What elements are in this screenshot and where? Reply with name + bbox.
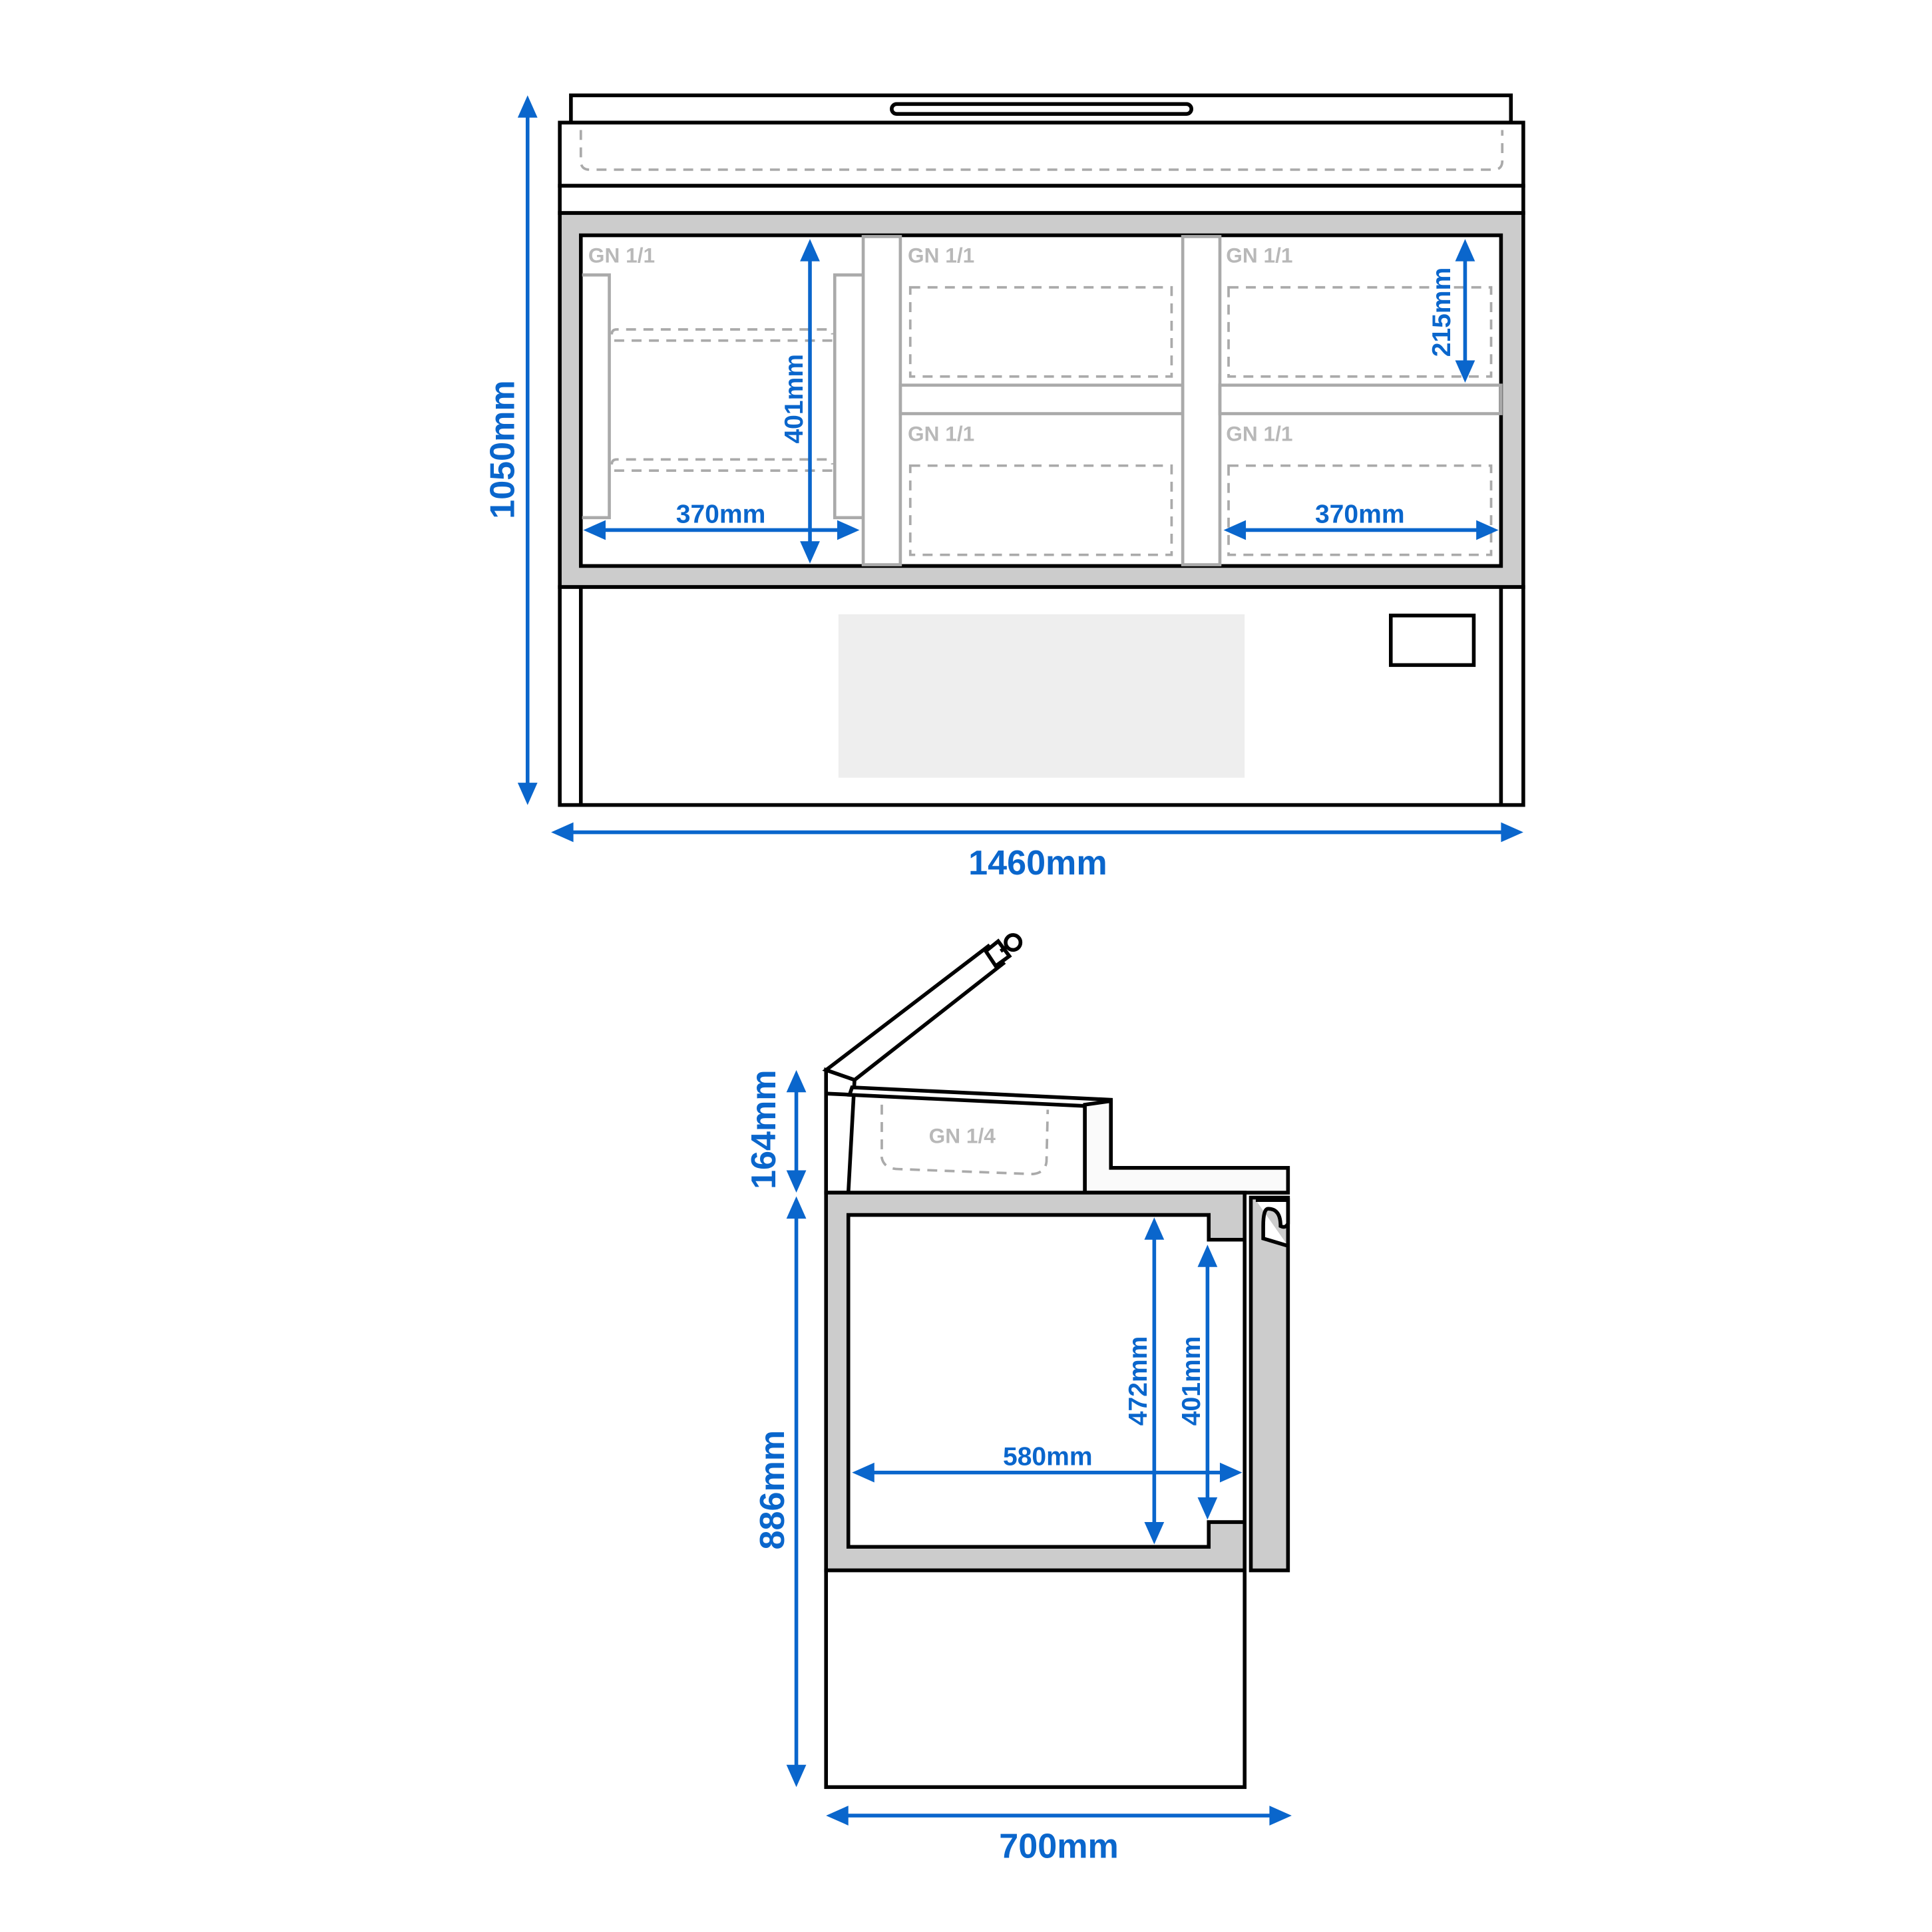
dimension-label: 580mm xyxy=(1003,1442,1093,1471)
vent-panel xyxy=(838,614,1245,778)
dimension-label: 401mm xyxy=(780,354,809,444)
door xyxy=(1249,1195,1290,1573)
arrowhead-icon xyxy=(800,239,820,262)
pan-rail-right xyxy=(833,273,864,520)
top-pan-label: GN 1/4 xyxy=(929,1124,996,1148)
compartment-label: GN 1/1 xyxy=(908,421,974,445)
dimension-label: 370mm xyxy=(676,500,766,528)
pan-rim xyxy=(610,328,834,335)
pan-rail-left xyxy=(582,273,611,520)
door-handle xyxy=(1255,1198,1290,1248)
arrowhead-icon xyxy=(786,1764,807,1788)
lid-handle xyxy=(890,102,1193,116)
arrowhead-icon xyxy=(852,1462,874,1483)
dim-body-height: 886mm xyxy=(753,1196,807,1788)
top-pan-outline xyxy=(880,1104,1050,1175)
arrowhead-icon xyxy=(1197,1497,1218,1520)
arrowhead-icon xyxy=(1269,1806,1292,1826)
arrowhead-icon xyxy=(517,95,538,118)
arrowhead-icon xyxy=(786,1196,807,1219)
band xyxy=(558,184,1525,215)
arrowhead-icon xyxy=(837,520,860,540)
top-counter xyxy=(1083,1099,1290,1195)
dimension-label: 401mm xyxy=(1177,1336,1206,1426)
compartment-label: GN 1/1 xyxy=(588,244,655,268)
side-view: GN 1/4 xyxy=(822,933,1290,1790)
dimension-label: 1050mm xyxy=(483,380,522,519)
top-pan-outline xyxy=(579,130,1504,171)
dim-height: 1050mm xyxy=(483,95,538,805)
dimension-label: 1460mm xyxy=(968,844,1107,882)
dimension-label: 700mm xyxy=(999,1827,1119,1865)
pan-outline xyxy=(1227,464,1493,556)
pan-outline xyxy=(908,464,1173,556)
dim-top-height: 164mm xyxy=(745,1069,807,1193)
control-panel xyxy=(1388,614,1476,668)
upper-body xyxy=(558,120,1525,188)
compartment-label: GN 1/1 xyxy=(1226,421,1292,445)
dimension-label: 164mm xyxy=(745,1069,783,1189)
arrowhead-icon xyxy=(1455,239,1475,262)
arrowhead-icon xyxy=(1455,360,1475,383)
arrowhead-icon xyxy=(1501,822,1523,843)
dim-pan-depth: 401mm xyxy=(780,239,820,564)
dimension-label: 886mm xyxy=(753,1430,792,1550)
front-view: GN 1/1 GN 1/1 GN 1/1 GN 1/1 GN 1/1 xyxy=(558,93,1525,807)
arrowhead-icon xyxy=(1476,520,1499,540)
dimensions: 1050mm 1460mm 401mm 370mm 370mm 215mm 164mm 886… xyxy=(483,95,1523,1865)
arrowhead-icon xyxy=(1144,1217,1165,1240)
compartment-label: GN 1/1 xyxy=(1226,244,1292,268)
lid-line xyxy=(826,1091,853,1097)
pan-outline xyxy=(908,286,1173,378)
arrowhead-icon xyxy=(800,541,820,564)
dim-door-opening: 401mm xyxy=(1177,1245,1218,1520)
pan-rim xyxy=(610,458,834,465)
arrowhead-icon xyxy=(826,1806,849,1826)
arrowhead-icon xyxy=(551,822,574,843)
dim-inner-height: 472mm xyxy=(1124,1217,1165,1545)
arrowhead-icon xyxy=(1144,1522,1165,1545)
arrowhead-icon xyxy=(786,1069,807,1093)
arrowhead-icon xyxy=(583,520,606,540)
dim-left-pan-width: 370mm xyxy=(583,500,860,540)
arrowhead-icon xyxy=(517,783,538,805)
separator-horizontal xyxy=(1218,383,1503,415)
arrowhead-icon xyxy=(1223,520,1247,540)
dim-inner-depth: 580mm xyxy=(852,1442,1243,1483)
open-lid xyxy=(822,943,1006,1082)
dim-right-pan-width: 370mm xyxy=(1223,500,1499,540)
dimension-label: 472mm xyxy=(1124,1336,1153,1426)
dim-width: 1460mm xyxy=(551,822,1523,882)
arrowhead-icon xyxy=(786,1170,807,1193)
compartment-label: GN 1/1 xyxy=(908,244,974,268)
dim-depth: 700mm xyxy=(826,1806,1292,1865)
knob xyxy=(1004,933,1023,952)
arrowhead-icon xyxy=(1219,1462,1243,1483)
dim-pan-height: 215mm xyxy=(1428,239,1475,383)
lid-handle xyxy=(983,938,1012,969)
lower-cabinet xyxy=(824,1568,1247,1790)
separator-horizontal xyxy=(898,383,1185,415)
arrowhead-icon xyxy=(1197,1245,1218,1267)
dimension-label: 215mm xyxy=(1428,268,1456,357)
cabinet-interior xyxy=(846,1213,1247,1549)
dimension-label: 370mm xyxy=(1315,500,1405,528)
pan-outline xyxy=(1227,286,1493,378)
